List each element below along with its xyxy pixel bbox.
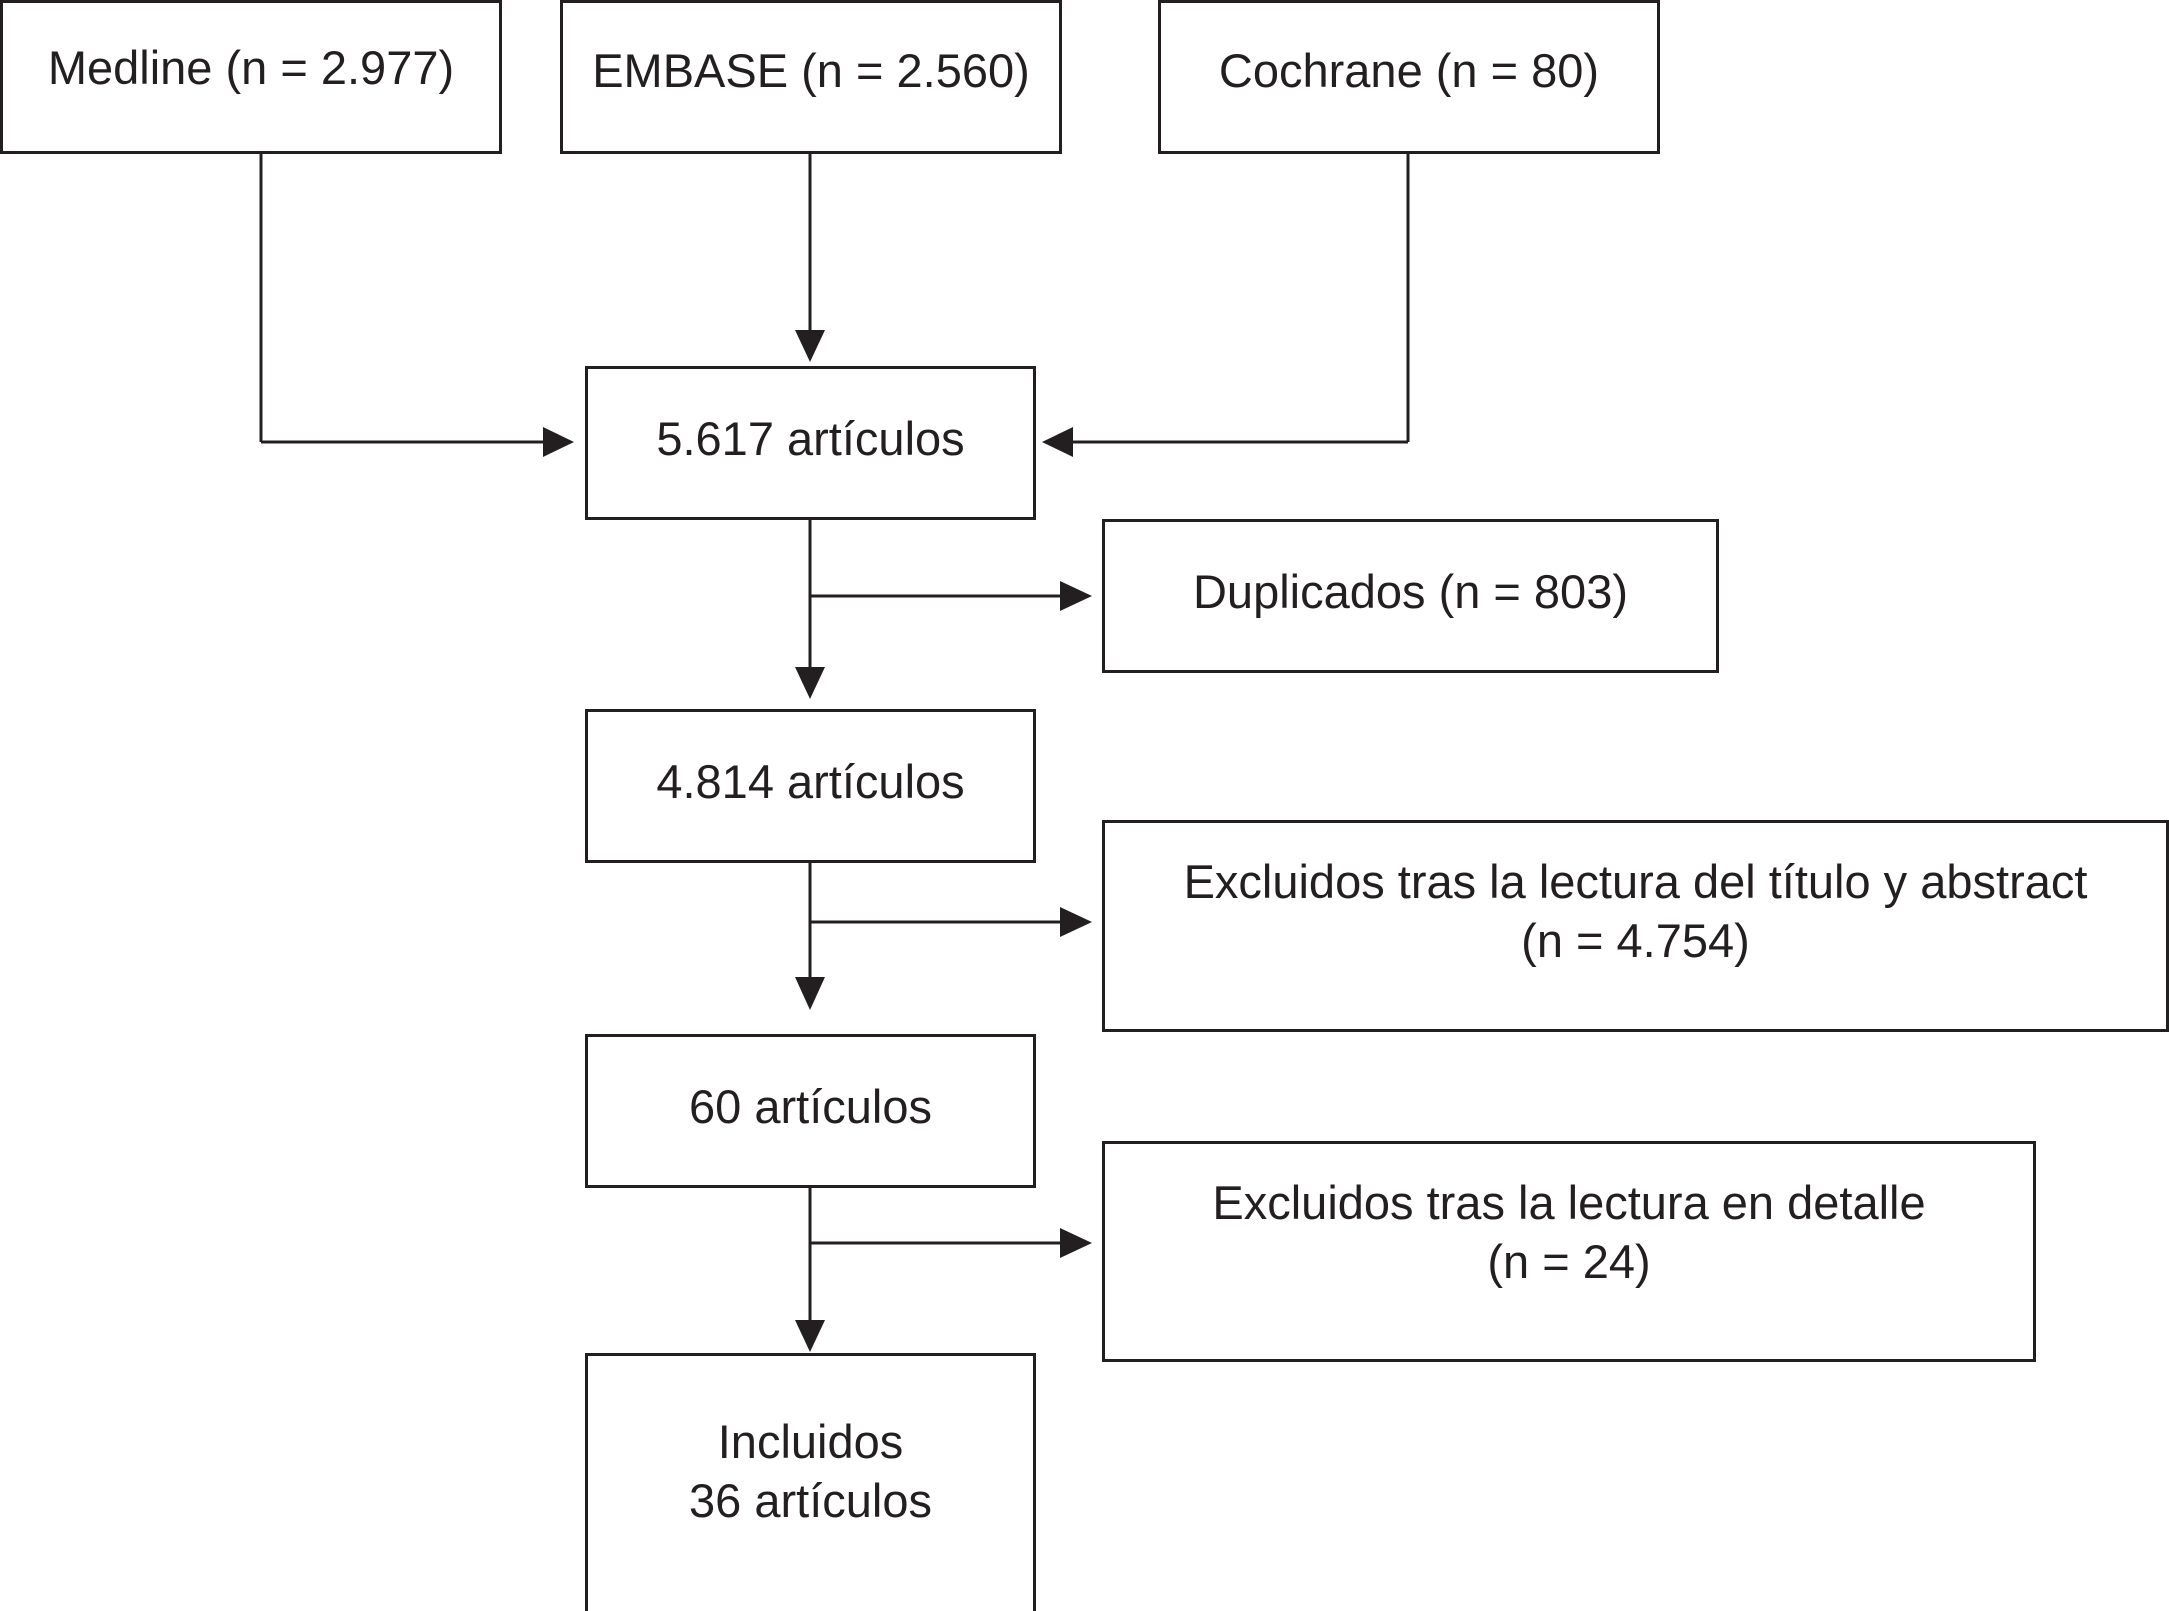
cochrane-box: Cochrane (n = 80) — [1158, 0, 1660, 154]
cochrane-label: Cochrane (n = 80) — [1218, 43, 1600, 97]
detail-exclusion-count: (n = 24) — [1487, 1234, 1651, 1288]
merged-articles-box: 5.617 artículos — [585, 366, 1036, 520]
title-abstract-exclusion-count: (n = 4.754) — [1521, 914, 1750, 967]
arrowhead — [795, 977, 825, 1010]
screened-articles-box: 60 artículos — [585, 1034, 1036, 1188]
arrowhead — [543, 427, 574, 457]
deduplicated-articles-box: 4.814 artículos — [585, 709, 1036, 863]
arrowhead — [1060, 581, 1092, 611]
medline-label: Medline (n = 2.977) — [47, 40, 455, 94]
arrowhead — [1060, 1228, 1092, 1258]
detail-exclusion-box: Excluidos tras la lectura en detalle (n … — [1102, 1141, 2036, 1362]
embase-label: EMBASE (n = 2.560) — [592, 43, 1030, 97]
arrowhead — [1060, 907, 1092, 937]
merged-articles-label: 5.617 artículos — [656, 411, 965, 465]
duplicates-box: Duplicados (n = 803) — [1102, 519, 1719, 673]
screened-articles-label: 60 artículos — [689, 1079, 932, 1133]
embase-box: EMBASE (n = 2.560) — [560, 0, 1062, 154]
arrowhead — [795, 667, 825, 699]
deduplicated-articles-label: 4.814 artículos — [656, 754, 965, 808]
arrowhead — [795, 1320, 825, 1352]
title-abstract-exclusion-label: Excluidos tras la lectura del título y a… — [1183, 855, 2088, 908]
arrowhead — [795, 330, 825, 362]
included-count-label: 36 artículos — [689, 1473, 932, 1527]
included-articles-box: Incluidos 36 artículos — [585, 1353, 1036, 1611]
medline-box: Medline (n = 2.977) — [0, 0, 502, 154]
duplicates-label: Duplicados (n = 803) — [1192, 564, 1628, 618]
detail-exclusion-label: Excluidos tras la lectura en detalle — [1212, 1175, 1926, 1229]
title-abstract-exclusion-box: Excluidos tras la lectura del título y a… — [1102, 820, 2169, 1032]
arrowhead — [1042, 427, 1073, 457]
included-label: Incluidos — [717, 1414, 904, 1468]
